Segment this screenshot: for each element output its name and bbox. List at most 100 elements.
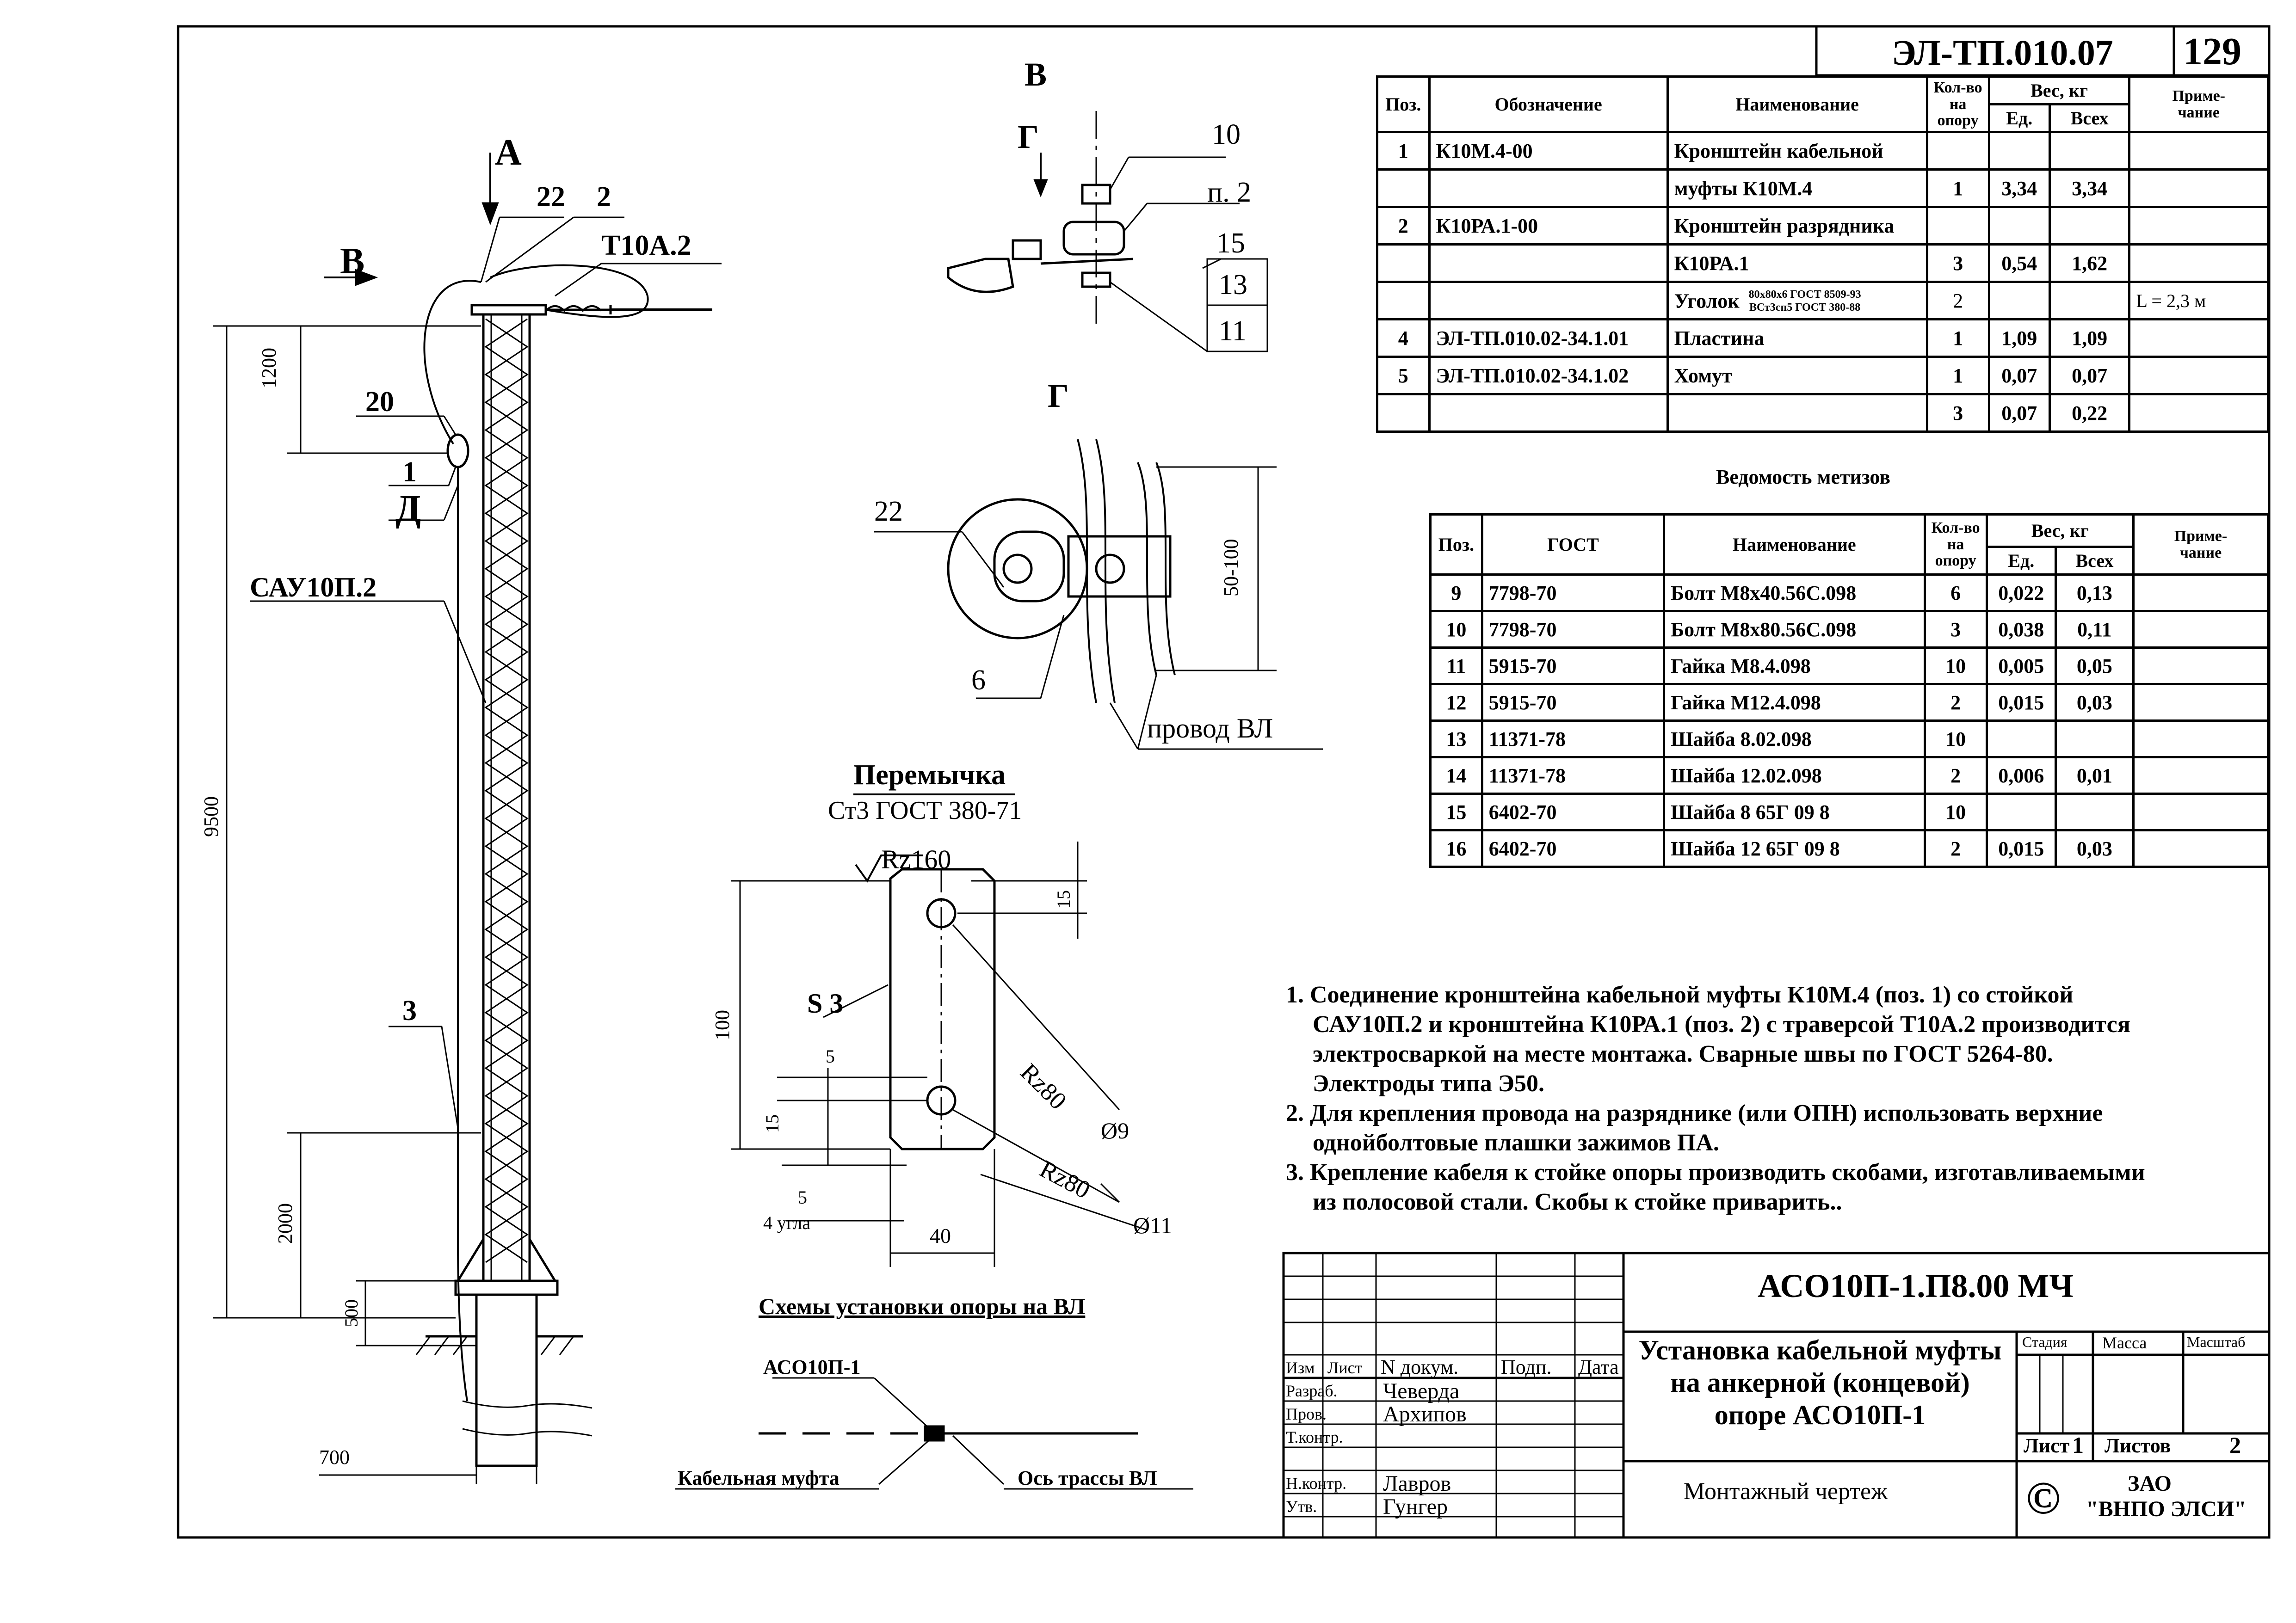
hardware-cell-qty: 2	[1923, 683, 1988, 722]
jumper-d9: Ø9	[1101, 1118, 1129, 1143]
parts-cell-name: муфты К10М.4	[1666, 168, 1928, 208]
view-g-dim: 50-100	[1220, 539, 1242, 596]
tb-col-sign: Подп.	[1501, 1356, 1552, 1378]
hardware-cell-name: Гайка М8.4.098	[1663, 646, 1926, 685]
col-weight: Вес, кг	[1987, 75, 2131, 105]
hardware-cell-unit: 0,015	[1985, 683, 2057, 722]
note-line: электросваркой на месте монтажа. Сварные…	[1313, 1041, 2053, 1067]
jumper-rz160: Rz160	[881, 844, 951, 874]
col-unit: Ед.	[1987, 103, 2051, 133]
tb-sheet-label: Лист	[2024, 1434, 2070, 1457]
scheme-view	[675, 1377, 1193, 1490]
hardware-cell-qty: 10	[1923, 793, 1988, 831]
parts-cell-designation: К10М.4-00	[1428, 131, 1669, 171]
doc-title-l1: Установка кабельной муфты	[1638, 1335, 2002, 1365]
parts-cell-unit	[1987, 131, 2051, 171]
parts-cell-name: Кронштейн кабельной	[1666, 131, 1928, 171]
parts-cell-pos	[1376, 168, 1431, 208]
col-qty: Кол-во на опору	[1926, 75, 1990, 133]
hardware-cell-gost: 7798-70	[1481, 610, 1666, 649]
parts-cell-name: Хомут	[1666, 356, 1928, 395]
hardware-cell-pos: 11	[1429, 646, 1483, 685]
note-line: Электроды типа Э50.	[1313, 1070, 1545, 1097]
hardware-cell-name: Болт М8х80.56С.098	[1663, 610, 1926, 649]
jumper-view	[731, 793, 1148, 1267]
hardware-cell-gost: 11371-78	[1481, 756, 1666, 795]
hardware-cell-gost: 6402-70	[1481, 793, 1666, 831]
hardware-cell-gost: 7798-70	[1481, 573, 1666, 612]
col-qty-l1: Кол-во	[1933, 79, 1982, 96]
parts-cell-qty	[1926, 206, 1990, 246]
parts-cell-name-sub2: ВСт3сп5 ГОСТ 380-88	[1749, 301, 1861, 314]
view-g	[874, 439, 1323, 750]
hardware-cell-total: 0,03	[2054, 683, 2135, 722]
parts-cell-name-main: Уголок	[1674, 289, 1740, 313]
parts-cell-designation	[1428, 281, 1669, 320]
scheme-axis: Ось трассы ВЛ	[1018, 1467, 1157, 1489]
hw-col-name: Наименование	[1663, 513, 1926, 576]
hardware-cell-note	[2132, 646, 2270, 685]
hardware-cell-total: 0,13	[2054, 573, 2135, 612]
hardware-cell-gost: 5915-70	[1481, 683, 1666, 722]
view-v-g-marker: Г	[1018, 118, 1039, 155]
hardware-cell-note	[2132, 573, 2270, 612]
hardware-cell-total: 0,11	[2054, 610, 2135, 649]
parts-cell-name: К10РА.1	[1666, 243, 1928, 283]
parts-cell-qty: 3	[1926, 243, 1990, 283]
jumper-title: Перемычка	[853, 759, 1006, 791]
view-v-pos-13: 13	[1219, 269, 1247, 301]
parts-cell-unit: 0,54	[1987, 243, 2051, 283]
sheet-code: ЭЛ-ТП.010.07	[1892, 32, 2113, 73]
hardware-cell-gost: 11371-78	[1481, 719, 1666, 758]
scheme-coupling: Кабельная муфта	[678, 1467, 839, 1489]
hardware-cell-name: Шайба 12.02.098	[1663, 756, 1926, 795]
tb-drawing-type: Монтажный чертеж	[1684, 1478, 1888, 1505]
hw-col-gost: ГОСТ	[1481, 513, 1666, 576]
hw-col-qty: Кол-во на опору	[1923, 513, 1988, 576]
parts-cell-qty: 3	[1926, 393, 1990, 433]
col-qty-l3: опору	[1937, 112, 1979, 129]
hw-col-qty-l3: опору	[1935, 552, 1976, 570]
note-line: 2. Для крепления провода на разряднике (…	[1286, 1100, 2103, 1126]
view-v-pos-11: 11	[1219, 315, 1247, 347]
parts-table: Поз. Обозначение Наименование Кол-во на …	[1376, 75, 2269, 433]
hardware-cell-unit: 0,015	[1985, 829, 2057, 868]
tb-sheets-no: 2	[2229, 1432, 2241, 1458]
parts-cell-name-sub1: 80х80х6 ГОСТ 8509-93	[1748, 288, 1861, 301]
parts-cell-unit: 3,34	[1987, 168, 2051, 208]
hardware-cell-note	[2132, 683, 2270, 722]
view-v-title: В	[1025, 56, 1047, 93]
hardware-cell-qty: 6	[1923, 573, 1988, 612]
pole-view	[213, 153, 722, 1484]
scheme-title: Схемы установки опоры на ВЛ	[759, 1293, 1086, 1319]
parts-cell-name: Пластина	[1666, 318, 1928, 358]
dim-700: 700	[319, 1446, 350, 1469]
hw-col-qty-l1: Кол-во	[1931, 519, 1980, 536]
page-number: 129	[2183, 30, 2241, 73]
tb-sheets-label: Листов	[2105, 1434, 2171, 1457]
tb-col-date: Дата	[1578, 1356, 1619, 1378]
tb-company-l1: ЗАО	[2128, 1471, 2172, 1496]
col-qty-l2: на	[1949, 95, 1967, 113]
parts-cell-total	[2048, 281, 2131, 320]
tb-person: Лавров	[1383, 1471, 1451, 1496]
hardware-cell-unit	[1985, 793, 2057, 831]
tb-role: Н.контр.	[1286, 1474, 1347, 1493]
parts-cell-total: 1,09	[2048, 318, 2131, 358]
parts-cell-note	[2128, 393, 2269, 433]
hardware-cell-unit: 0,006	[1985, 756, 2057, 795]
hardware-cell-total: 0,05	[2054, 646, 2135, 685]
view-v-pos-15: 15	[1216, 227, 1245, 259]
parts-cell-designation	[1428, 393, 1669, 433]
hardware-cell-note	[2132, 829, 2270, 868]
tb-scale: Масштаб	[2187, 1334, 2246, 1350]
label-rack: САУ10П.2	[250, 572, 377, 602]
title-block-grid	[1282, 1252, 2271, 1539]
